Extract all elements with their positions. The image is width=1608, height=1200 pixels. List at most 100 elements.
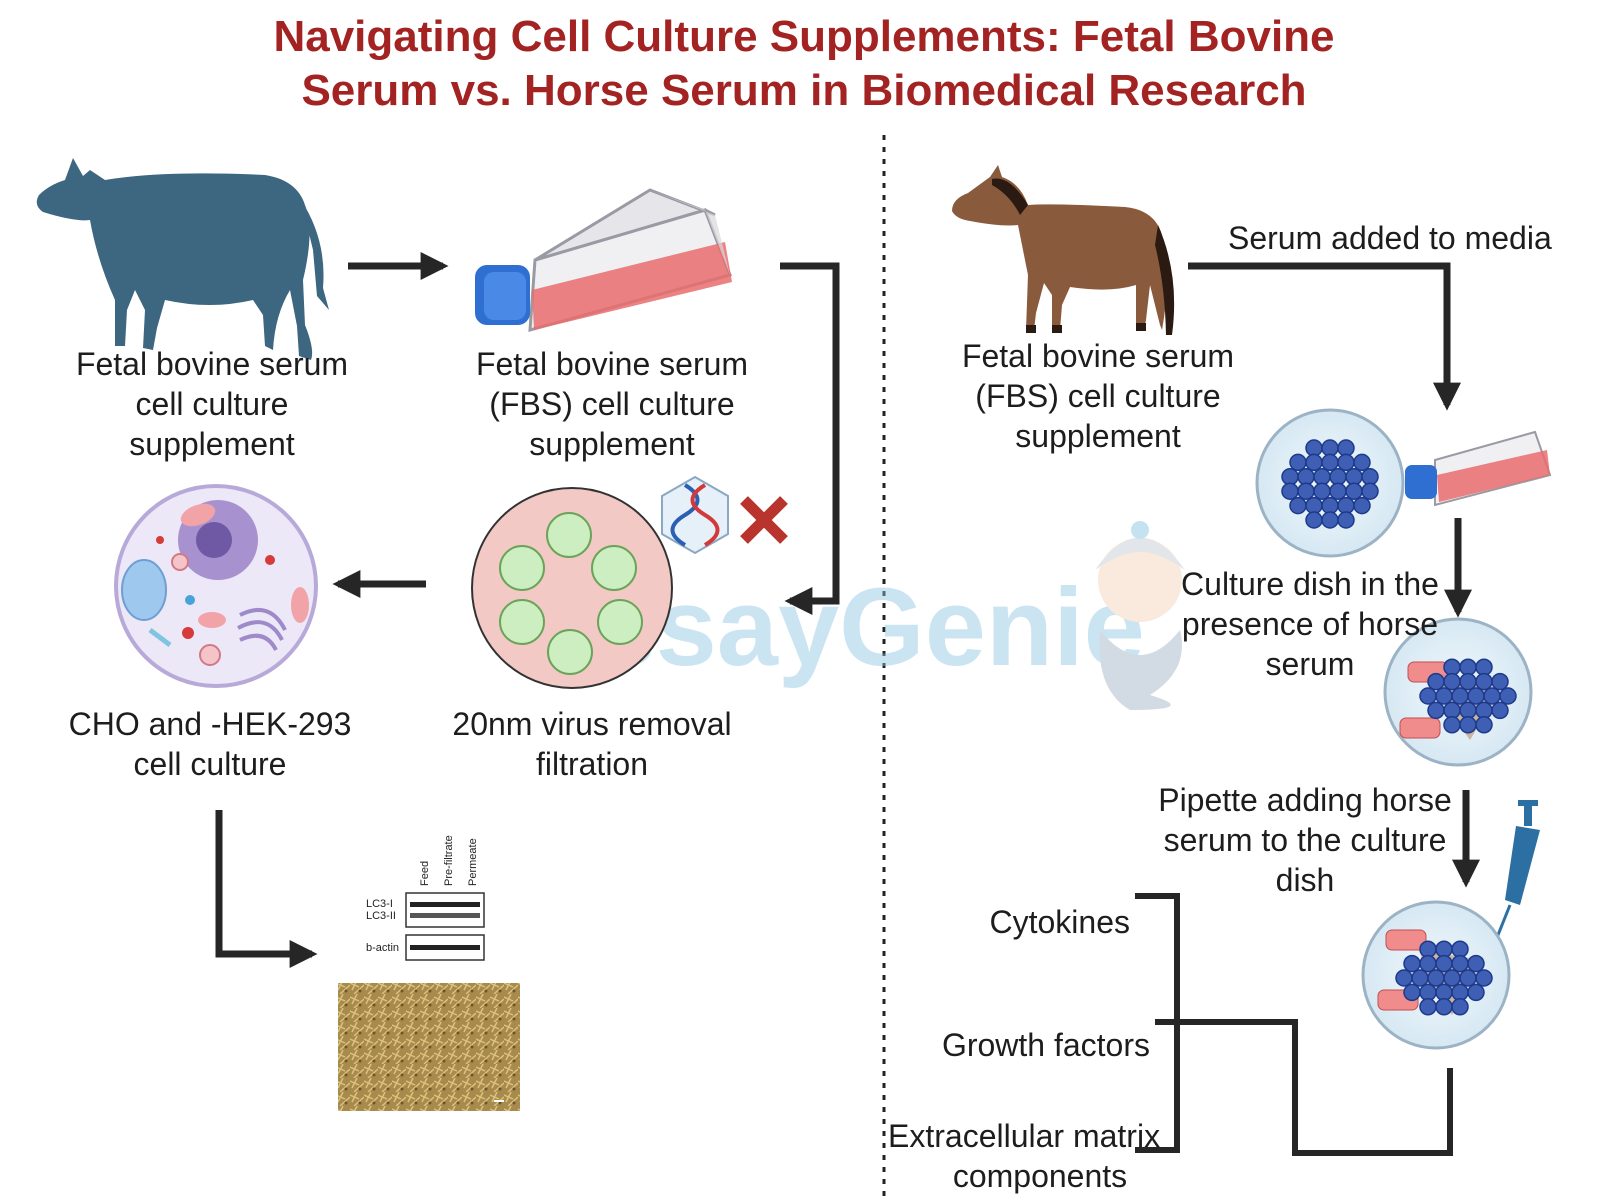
cell-dot — [1419, 983, 1437, 1002]
title-line-1: Navigating Cell Culture Supplements: Fet… — [273, 12, 1335, 61]
cell-dot — [1491, 701, 1509, 720]
dish-label: Culture dish in the presence of horse se… — [1181, 566, 1439, 682]
cell-dot — [1435, 983, 1453, 1002]
cytokines-label: Cytokines — [989, 904, 1131, 940]
pipette-icon — [1490, 800, 1540, 951]
cell-dot — [1281, 468, 1299, 486]
cell-dot — [1403, 983, 1421, 1002]
cell-dot — [1491, 672, 1509, 691]
cell-dot — [1345, 482, 1363, 500]
cell-dot — [1475, 969, 1493, 987]
ecm-label-line-2: components — [952, 1158, 1128, 1194]
serum-added-label: Serum added to media — [1228, 220, 1552, 256]
cell-dot — [1475, 716, 1493, 734]
cross-icon — [740, 496, 788, 544]
cell-dot — [1475, 701, 1493, 720]
row-label: b-actin — [366, 942, 399, 954]
cell-dot — [1427, 701, 1445, 720]
cell-dot — [1451, 983, 1469, 1002]
cell-dot — [1443, 701, 1461, 720]
cell-dot — [1321, 511, 1339, 529]
flask-label: Fetal bovine serum (FBS) cell culture su… — [475, 346, 749, 462]
culture-dish-1 — [1255, 408, 1405, 558]
cell-dot — [1459, 716, 1477, 734]
lane-label: Permeate — [467, 838, 479, 886]
components-connector — [1190, 1019, 1453, 1156]
row-label: LC3-II — [366, 910, 396, 922]
cell-dot — [1337, 496, 1355, 515]
cow-illustration — [36, 158, 329, 360]
cell-dot — [1451, 954, 1469, 973]
cell-dot — [1443, 716, 1461, 734]
cell-dot — [1361, 482, 1379, 500]
cell-dot — [1467, 954, 1485, 973]
cell-dot — [1337, 453, 1355, 472]
arrow-horse-to-dish — [1188, 262, 1461, 411]
cell-dot — [1467, 687, 1485, 705]
cell-dot — [1305, 439, 1323, 457]
cell-dot — [1289, 453, 1307, 472]
cell-dot — [1329, 482, 1347, 500]
cell-dot — [1451, 687, 1469, 705]
cell-dot — [1451, 940, 1469, 958]
cell-dot — [1419, 998, 1437, 1016]
cell-dot — [1419, 687, 1437, 705]
cell-dot — [1499, 687, 1517, 705]
cell-dot — [1395, 969, 1413, 987]
pipette-label: Pipette adding horse serum to the cultur… — [1158, 782, 1452, 898]
cell-dot — [1321, 453, 1339, 472]
cell-dot — [1305, 511, 1323, 529]
cell-dot — [1305, 453, 1323, 472]
cell-dot — [1435, 954, 1453, 973]
horse-label: Fetal bovine serum (FBS) cell culture su… — [961, 338, 1235, 454]
cell-dot — [1361, 468, 1379, 486]
cell-dot — [1313, 482, 1331, 500]
cell-dot — [1435, 940, 1453, 958]
cell-dot — [1321, 439, 1339, 457]
cell-dot — [1321, 496, 1339, 515]
cell-dot — [1403, 954, 1421, 973]
cell-dot — [1475, 658, 1493, 676]
filtration-illustration — [471, 487, 673, 689]
culture-dish-2 — [1383, 617, 1533, 767]
cell-dot — [1297, 468, 1315, 486]
filtration-label: 20nm virus removal filtration — [452, 706, 732, 782]
cell-dot — [1419, 940, 1437, 958]
culture-flask-icon — [475, 188, 732, 333]
cell-dot — [1451, 998, 1469, 1016]
cell-dot — [1289, 496, 1307, 515]
cell-dot — [1345, 468, 1363, 486]
cell-dot — [1435, 998, 1453, 1016]
cell-dot — [1281, 482, 1299, 500]
row-label: LC3-I — [366, 898, 393, 910]
arrow-cell-to-blot — [215, 810, 318, 968]
cell-dot — [1475, 672, 1493, 691]
ecm-label-line-1: Extracellular matrix — [888, 1118, 1161, 1154]
cell-illustration — [114, 484, 318, 688]
cell-dot — [1411, 969, 1429, 987]
cell-dot — [1459, 701, 1477, 720]
horse-illustration — [952, 165, 1175, 335]
title-line-2: Serum vs. Horse Serum in Biomedical Rese… — [301, 66, 1307, 115]
cell-dot — [1483, 687, 1501, 705]
cow-label: Fetal bovine serum cell culture suppleme… — [75, 346, 349, 462]
cell-dot — [1353, 453, 1371, 472]
cell-dot — [1435, 687, 1453, 705]
western-blot: Feed Pre-filtrate Permeate LC3-I LC3-II … — [366, 835, 485, 961]
cell-dot — [1467, 983, 1485, 1002]
cell-micrograph — [338, 983, 520, 1111]
arrow-flask-to-filtration — [780, 262, 840, 615]
cell-dot — [1443, 969, 1461, 987]
cell-dot — [1337, 511, 1355, 529]
page-title: Navigating Cell Culture Supplements: Fet… — [0, 10, 1608, 118]
cell-dot — [1297, 482, 1315, 500]
cell-dot — [1337, 439, 1355, 457]
growth-factors-label: Growth factors — [941, 1027, 1150, 1063]
genie-logo — [1095, 521, 1185, 710]
cell-dot — [1305, 496, 1323, 515]
cell-dot — [1427, 969, 1445, 987]
culture-dish-3 — [1361, 900, 1511, 1050]
dna-icon — [661, 475, 729, 555]
small-flask-icon — [1405, 430, 1552, 507]
